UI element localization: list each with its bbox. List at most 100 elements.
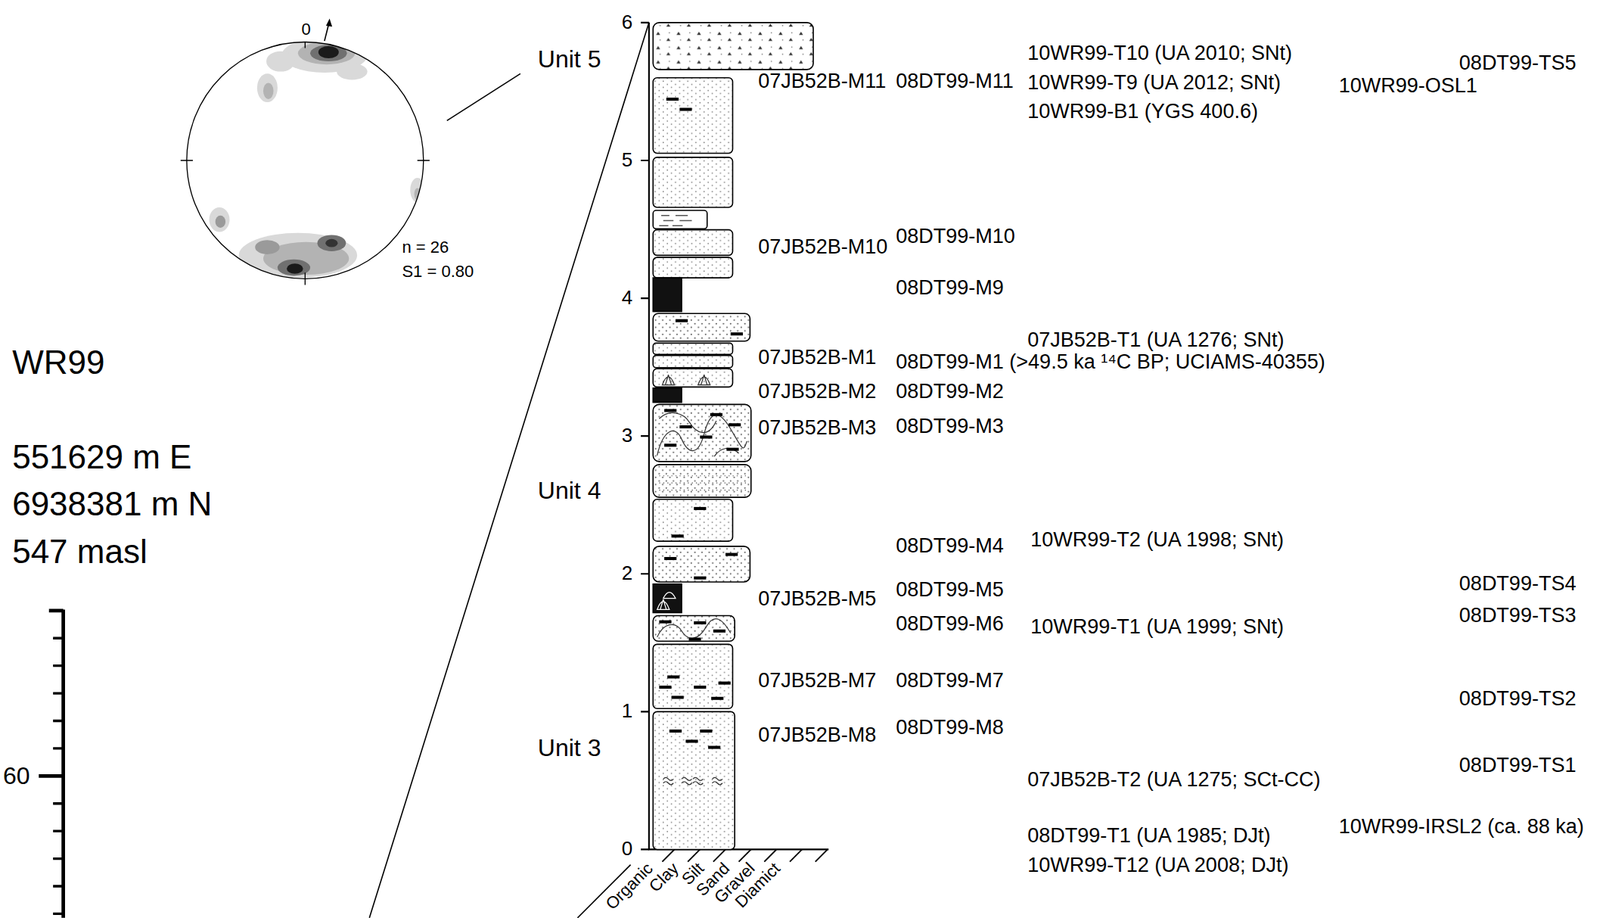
- clay-bed: [652, 210, 707, 229]
- stereonet-circle: [186, 41, 424, 279]
- organic-bed: [652, 584, 682, 613]
- sample-label: 10WR99-T9 (UA 2012; SNt): [1027, 71, 1281, 95]
- sample-label: 10WR99-T10 (UA 2010; SNt): [1027, 41, 1293, 66]
- sample-label: 08DT99-M11: [895, 69, 1014, 94]
- stereonet-ticks: [180, 41, 430, 285]
- sample-label: 08DT99-M1 (>49.5 ka ¹⁴C BP; UCIAMS-40355…: [895, 350, 1326, 374]
- unit-label: Unit 4: [537, 476, 602, 505]
- bedding-lines: [658, 475, 747, 491]
- contour: [215, 215, 226, 228]
- sample-label: 07JB52B-M8: [758, 723, 877, 747]
- depth-number: 5: [621, 149, 633, 172]
- sample-label: 07JB52B-M3: [758, 416, 877, 440]
- sample-label: 08DT99-M4: [895, 534, 1004, 558]
- sample-label: 07JB52B-T1 (UA 1276; SNt): [1027, 328, 1284, 352]
- sample-label: 08DT99-M6: [895, 612, 1004, 636]
- contour: [266, 51, 296, 72]
- unit-label: Unit 3: [537, 733, 602, 762]
- stereonet-label: 0: [301, 19, 311, 39]
- sand-bed: [652, 464, 751, 498]
- fabric-contours: [209, 37, 426, 278]
- clast-bar: [658, 685, 672, 689]
- clast-bar: [718, 681, 731, 685]
- sand-bed: [652, 313, 750, 341]
- silt-bed: [652, 499, 733, 541]
- clast-bar: [669, 729, 682, 733]
- depth-number: 6: [621, 11, 633, 35]
- clast-bar: [664, 556, 677, 560]
- north-arrow: [324, 24, 329, 42]
- clast-bar: [693, 506, 706, 510]
- sample-label: 07JB52B-M11: [758, 69, 886, 94]
- contour: [316, 234, 346, 252]
- sample-label: 08DT99-TS1: [1459, 753, 1577, 777]
- clast-bar: [726, 447, 739, 451]
- sample-label: 10WR99-B1 (YGS 400.6): [1027, 99, 1259, 124]
- sample-label: 10WR99-T12 (UA 2008; DJt): [1027, 853, 1289, 877]
- clast-bar: [693, 576, 706, 580]
- sample-label: 10WR99-IRSL2 (ca. 88 ka): [1339, 814, 1585, 839]
- clast-bar: [671, 695, 684, 699]
- north-arrowhead: [326, 18, 333, 27]
- silt-bed: [652, 77, 733, 154]
- silt-bed: [652, 368, 733, 387]
- sample-label: 08DT99-M7: [895, 668, 1004, 693]
- wavy-lamination: [663, 776, 723, 784]
- sample-label: 08DT99-T1 (UA 1985; DJt): [1027, 823, 1271, 848]
- zoom-line: [369, 22, 650, 918]
- contour: [318, 46, 339, 59]
- contour: [286, 263, 304, 274]
- silt-bed: [652, 157, 733, 208]
- sample-label: 08DT99-TS5: [1459, 51, 1577, 75]
- clast-bar: [730, 332, 743, 336]
- depth-number: 0: [621, 837, 633, 861]
- section-scale-bar: [38, 608, 63, 917]
- clast-bar: [699, 434, 712, 439]
- clast-bar: [675, 319, 688, 323]
- organic-bed: [652, 388, 682, 403]
- depth-number: 1: [621, 699, 633, 723]
- sample-label: 08DT99-M2: [895, 379, 1004, 404]
- sample-label: 07JB52B-M10: [758, 235, 888, 259]
- depth-ticks: [640, 22, 650, 850]
- contour: [239, 233, 358, 278]
- clast-bar: [693, 621, 706, 625]
- depth-number: 4: [621, 286, 633, 310]
- clast-bar: [693, 685, 706, 689]
- silt-bed: [652, 257, 733, 278]
- contour: [257, 73, 278, 103]
- lamination: [658, 215, 692, 226]
- silt-bed: [652, 643, 733, 709]
- site-coordinate: 6938381 m N: [12, 484, 212, 524]
- sample-label: 07JB52B-M7: [758, 668, 877, 693]
- clast-bar: [679, 425, 692, 429]
- clast-bar: [685, 739, 698, 743]
- deformed-sand-bed: [652, 403, 751, 462]
- depth-number: 3: [621, 424, 633, 448]
- stereonet: [180, 18, 430, 285]
- clast-bar: [679, 107, 692, 111]
- stereonet-label: S1 = 0.80: [401, 261, 474, 281]
- shell-symbols: [657, 592, 676, 610]
- clast-bar: [664, 443, 677, 447]
- silt-bed: [652, 355, 733, 368]
- clast-bar: [710, 413, 723, 417]
- sample-label: 08DT99-M3: [895, 414, 1004, 439]
- deformed-sand-bed: [652, 615, 735, 642]
- grain-size-label: Clay: [645, 858, 683, 896]
- scale-line: [61, 608, 66, 917]
- contour: [209, 207, 230, 232]
- scale-minor-ticks: [52, 637, 63, 914]
- clast-bar: [658, 620, 672, 624]
- clast-bars: [658, 97, 743, 749]
- clast-bar: [664, 408, 677, 412]
- sample-label: 10WR99-T2 (UA 1998; SNt): [1030, 528, 1284, 552]
- deformation-structures: [657, 412, 748, 457]
- sample-label: 08DT99-M8: [895, 715, 1004, 740]
- scale-number: 60: [3, 761, 31, 790]
- depth-number: 2: [621, 562, 633, 585]
- site-name: WR99: [12, 343, 105, 383]
